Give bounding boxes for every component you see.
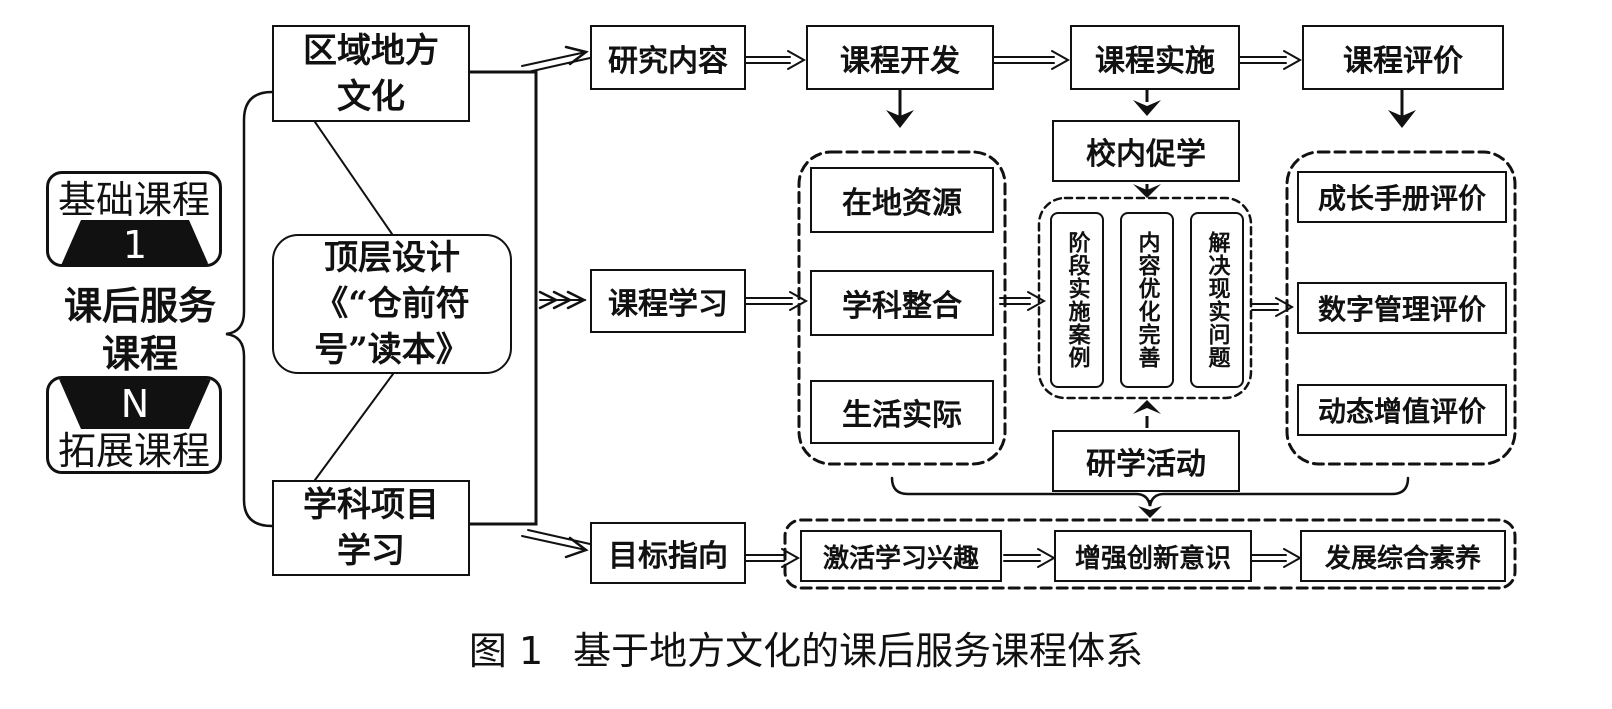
basic-course-count: 1 bbox=[122, 223, 148, 267]
basic-course-box: 基础课程 1 bbox=[46, 171, 222, 267]
course-implementation-box: 课程实施 bbox=[1070, 25, 1240, 90]
vertical-item: 阶段实施案例 bbox=[1050, 212, 1104, 388]
school-promote-box: 校内促学 bbox=[1052, 120, 1240, 182]
resource-item: 学科整合 bbox=[810, 270, 994, 336]
tab-shape-icon bbox=[61, 220, 209, 264]
research-content-box: 研究内容 bbox=[590, 25, 746, 90]
course-learning-box: 课程学习 bbox=[590, 269, 746, 333]
after-school-course-label: 课后服务课程 bbox=[63, 284, 216, 376]
extended-course-tab: N bbox=[59, 379, 211, 429]
study-activity-box: 研学活动 bbox=[1052, 430, 1240, 492]
figure-number: 图 1 bbox=[468, 629, 544, 673]
basic-course-label: 基础课程 bbox=[57, 178, 210, 222]
figure-title: 基于地方文化的课后服务课程体系 bbox=[573, 629, 1144, 673]
goal-item: 激活学习兴趣 bbox=[800, 530, 1002, 582]
tab-shape-icon bbox=[59, 379, 211, 429]
course-evaluation-box: 课程评价 bbox=[1302, 25, 1504, 90]
course-development-box: 课程开发 bbox=[806, 25, 994, 90]
evaluation-item: 数字管理评价 bbox=[1297, 282, 1507, 334]
goal-item: 增强创新意识 bbox=[1054, 530, 1252, 582]
subject-project-box: 学科项目学习 bbox=[272, 480, 470, 576]
goal-item: 发展综合素养 bbox=[1300, 530, 1506, 582]
extended-course-count: N bbox=[120, 382, 150, 426]
top-design-box: 顶层设计《“仓前符号”读本》 bbox=[272, 234, 512, 374]
evaluation-item: 成长手册评价 bbox=[1297, 171, 1507, 223]
extended-course-label: 拓展课程 bbox=[57, 429, 210, 473]
evaluation-item: 动态增值评价 bbox=[1297, 384, 1507, 436]
vertical-item: 内容优化完善 bbox=[1120, 212, 1174, 388]
goal-direction-box: 目标指向 bbox=[590, 522, 746, 584]
figure-caption: 图 1 基于地方文化的课后服务课程体系 bbox=[0, 620, 1612, 675]
basic-course-tab: 1 bbox=[59, 220, 211, 267]
resource-item: 生活实际 bbox=[810, 380, 994, 444]
vertical-item: 解决现实问题 bbox=[1190, 212, 1244, 388]
resource-item: 在地资源 bbox=[810, 167, 994, 233]
extended-course-box: N 拓展课程 bbox=[46, 376, 222, 474]
regional-culture-box: 区域地方文化 bbox=[272, 25, 470, 122]
